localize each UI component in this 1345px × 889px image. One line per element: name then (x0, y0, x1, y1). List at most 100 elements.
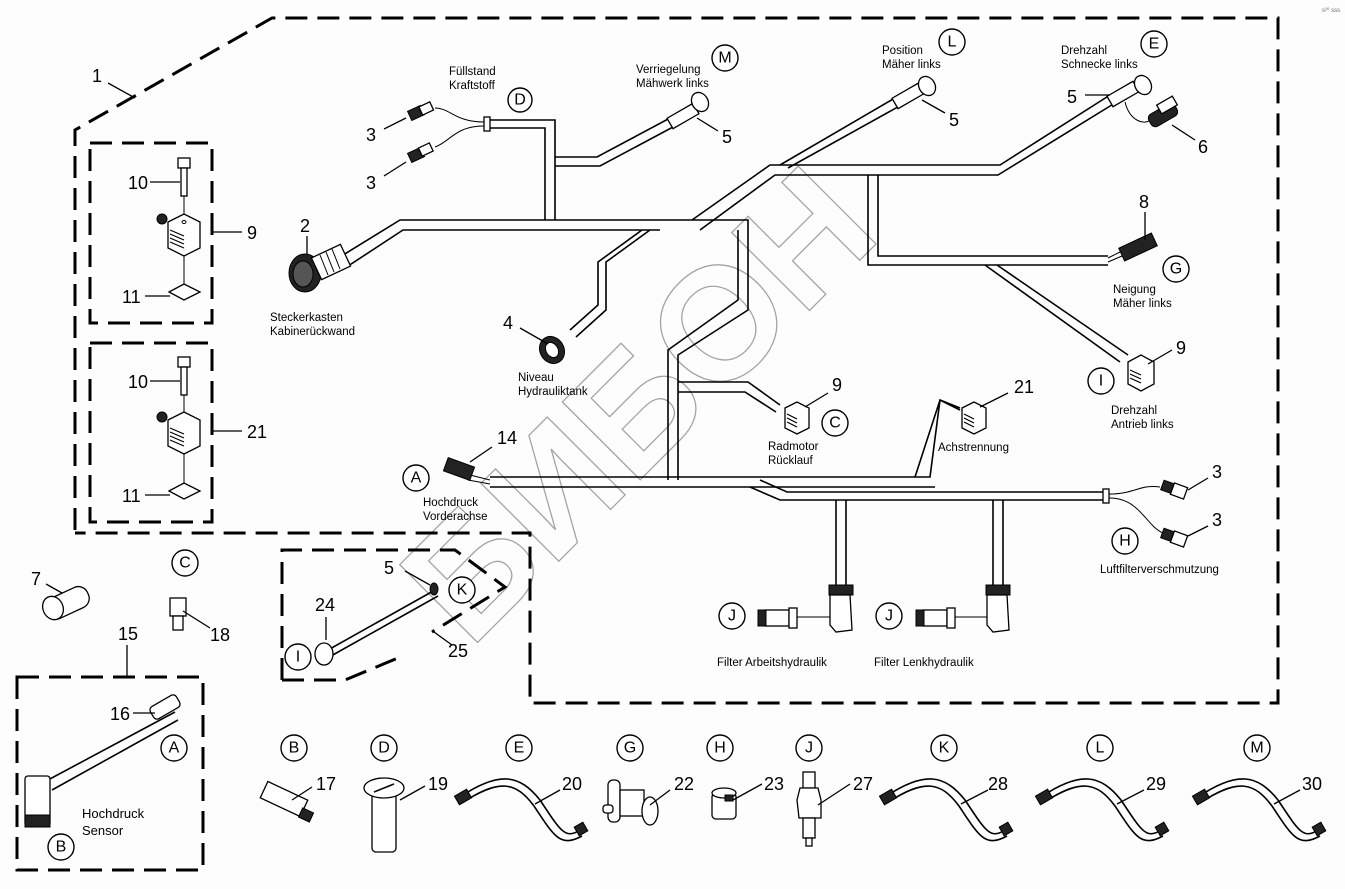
callout-29: 29 (1146, 774, 1166, 794)
marker-E-text: E (1149, 36, 1160, 53)
callout-15: 15 (118, 624, 138, 644)
label-speed-drive-2: Antrieb links (1111, 419, 1174, 431)
marker-G (1162, 255, 1190, 283)
marker-I-text: I (296, 649, 300, 666)
marker-J-text: J (805, 740, 813, 757)
connector-filter-steer: J Filter Lenkhydraulik (874, 584, 1011, 669)
marker-D (370, 734, 398, 762)
label-filter-work: Filter Arbeitshydraulik (717, 657, 827, 669)
cable-28-icon (884, 778, 1006, 835)
marker-C-text: C (829, 415, 841, 432)
marker-K (930, 734, 958, 762)
connector-lock-mower: 5 Verriegelung Mähwerk links M (636, 44, 739, 147)
marker-H (1111, 527, 1139, 555)
connector-axle-disconnect: 21 Achstrennung (938, 377, 1034, 454)
marker-E (505, 734, 533, 762)
marker-J (795, 734, 823, 762)
bolt-icon (177, 157, 191, 222)
cable-20-icon (459, 778, 581, 835)
marker-B (280, 734, 308, 762)
marker-I (1087, 367, 1115, 395)
connector-wheel-motor: 9 C Radmotor Rücklauf (768, 375, 849, 467)
callout-5: 5 (949, 110, 959, 130)
marker-J (718, 602, 746, 630)
cable-29-icon (1040, 778, 1162, 835)
assembly-boundary (73, 16, 1280, 705)
marker-B (47, 833, 75, 861)
callout-30: 30 (1302, 774, 1322, 794)
part-18: C 18 (169, 549, 230, 645)
connector-fuel-level: 3 3 Füllstand Kraftstoff D (366, 66, 533, 193)
marker-A-text: A (411, 470, 422, 487)
label-hp-sensor-1: Hochdruck (82, 806, 145, 821)
kit-9-box: 10 9 11 (88, 141, 257, 325)
kit-15-box: 15 16 A B Hochdruck Sensor (15, 624, 205, 872)
switch-27-icon (796, 771, 822, 847)
callout-2: 2 (300, 216, 310, 236)
marker-K (448, 576, 476, 604)
marker-K-text: K (457, 582, 468, 599)
connector-speed-drive: 9 I Drehzahl Antrieb links (1087, 338, 1186, 431)
marker-E-text: E (514, 740, 525, 757)
label-fuel-level-2: Kraftstoff (449, 80, 496, 92)
callout-14: 14 (497, 428, 517, 448)
marker-H-text: H (1119, 533, 1131, 550)
connector-tank-level: 4 Niveau Hydrauliktank (503, 313, 588, 398)
marker-A-text: A (169, 740, 180, 757)
assembly-leader (107, 82, 136, 99)
callout-9: 9 (1176, 338, 1186, 358)
callout-6: 6 (1198, 137, 1208, 157)
label-air-filter: Luftfilterverschmutzung (1100, 564, 1219, 576)
callout-3: 3 (1212, 462, 1222, 482)
solenoid-plug-icon (156, 213, 201, 284)
label-axle-disconnect: Achstrennung (938, 442, 1009, 454)
callout-3: 3 (366, 173, 376, 193)
marker-H (706, 734, 734, 762)
callout-4: 4 (503, 313, 513, 333)
callout-11: 11 (122, 486, 141, 506)
callout-25: 25 (448, 641, 468, 661)
label-plug-box-2: Kabinerückwand (270, 326, 355, 338)
marker-M-text: M (1250, 740, 1263, 757)
label-filter-steer: Filter Lenkhydraulik (874, 657, 974, 669)
marker-G-text: G (624, 740, 636, 757)
marker-I (284, 643, 312, 671)
label-lock-mower-2: Mähwerk links (636, 78, 709, 90)
label-tank-level-1: Niveau (518, 372, 554, 384)
marker-L-text: L (948, 34, 957, 51)
gasket-icon (167, 482, 202, 500)
marker-H-text: H (714, 740, 726, 757)
label-position-mower-2: Mäher links (882, 59, 941, 71)
marker-D-text: D (378, 740, 390, 757)
connector-high-pressure-front: 14 A Hochdruck Vorderachse (402, 428, 517, 523)
label-high-pressure-front-1: Hochdruck (423, 497, 478, 509)
marker-L (938, 28, 966, 56)
marker-A (160, 734, 188, 762)
marker-G-text: G (1170, 261, 1182, 278)
callout-16: 16 (110, 704, 130, 724)
watermark: БИБОН (367, 133, 909, 675)
corner-mark: s²⁰ sss (1322, 7, 1340, 14)
switch-23-icon (711, 787, 737, 820)
callout-17: 17 (316, 774, 336, 794)
marker-A (402, 464, 430, 492)
marker-M (1243, 734, 1271, 762)
marker-J-text: J (885, 608, 893, 625)
callout-10: 10 (128, 372, 148, 392)
label-tilt-mower-2: Mäher links (1113, 298, 1172, 310)
label-position-mower-1: Position (882, 45, 923, 57)
callout-3: 3 (1212, 510, 1222, 530)
callout-28: 28 (988, 774, 1008, 794)
callout-1: 1 (92, 66, 102, 86)
connector-position-mower: 5 Position Mäher links L (882, 28, 966, 130)
harness-trunks (334, 94, 1129, 585)
callout-24: 24 (315, 595, 335, 615)
label-lock-mower-1: Verriegelung (636, 64, 701, 76)
marker-L (1086, 734, 1114, 762)
label-speed-auger-2: Schnecke links (1061, 59, 1138, 71)
pressure-sensor-17-icon (259, 780, 315, 823)
callout-7: 7 (31, 569, 41, 589)
solenoid-plug-icon (156, 411, 201, 484)
callout-21: 21 (247, 422, 267, 442)
